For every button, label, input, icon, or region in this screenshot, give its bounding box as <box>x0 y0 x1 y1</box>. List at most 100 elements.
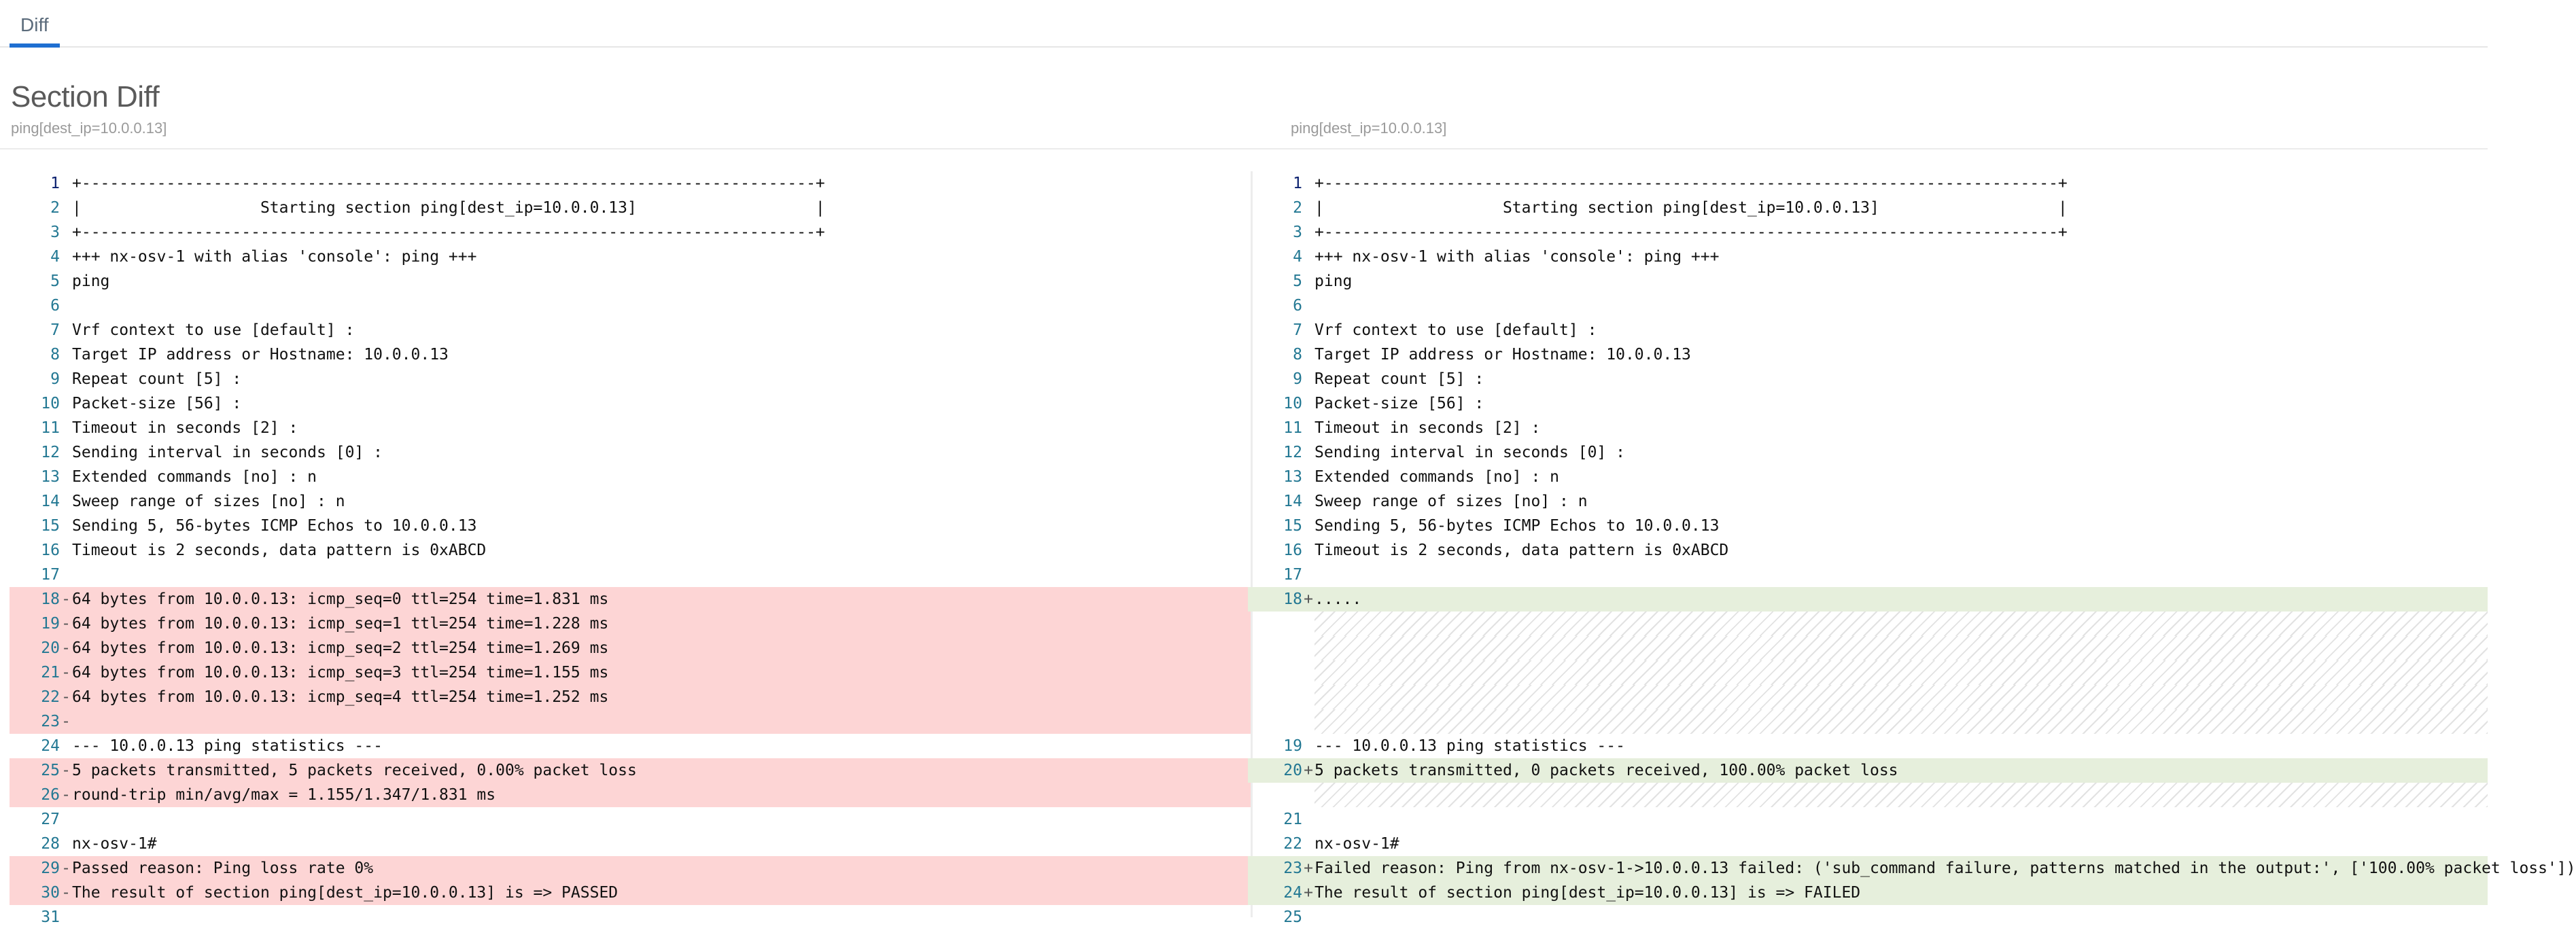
line-number: 6 <box>50 297 60 315</box>
line-text: Timeout in seconds [2] : <box>1315 419 1541 437</box>
line-number: 6 <box>1293 297 1302 315</box>
line-text: Extended commands [no] : n <box>1315 468 1560 486</box>
page-title: Section Diff <box>11 80 160 113</box>
line-number: 3 <box>50 224 60 241</box>
line-text: Timeout is 2 seconds, data pattern is 0x… <box>72 542 487 559</box>
diff-marker <box>1302 196 1315 220</box>
line-text: --- 10.0.0.13 ping statistics --- <box>72 737 383 755</box>
diff-marker <box>1302 489 1315 514</box>
diff-marker: - <box>61 590 71 608</box>
diff-marker: - <box>61 884 71 902</box>
diff-filler <box>1315 660 2488 685</box>
divider <box>0 148 2488 149</box>
line-text: | Starting section ping[dest_ip=10.0.0.1… <box>72 199 825 217</box>
diff-marker: + <box>1304 860 1313 877</box>
line-text: 5 packets transmitted, 5 packets receive… <box>72 762 637 779</box>
diff-marker <box>1302 220 1315 245</box>
diff-marker <box>60 220 72 245</box>
line-text <box>1315 807 2488 832</box>
diff-marker: - <box>61 664 71 681</box>
line-text: ping <box>1315 272 1353 290</box>
line-text: +++ nx-osv-1 with alias 'console': ping … <box>72 248 477 266</box>
diff-line: 2| Starting section ping[dest_ip=10.0.0.… <box>10 196 1251 220</box>
line-number: 18 <box>1283 590 1302 608</box>
line-text: 64 bytes from 10.0.0.13: icmp_seq=4 ttl=… <box>72 688 609 706</box>
line-text: +---------------------------------------… <box>1315 224 2068 241</box>
diff-line: 1+--------------------------------------… <box>10 171 1251 196</box>
diff-marker <box>1302 342 1315 367</box>
line-text: Vrf context to use [default] : <box>72 321 355 339</box>
diff-marker: + <box>1304 590 1313 608</box>
diff-line: 21 <box>1248 807 2488 832</box>
line-text <box>1315 563 2488 587</box>
line-number: 21 <box>1283 811 1302 828</box>
diff-marker <box>60 807 72 832</box>
diff-marker: + <box>1304 884 1313 902</box>
diff-marker <box>1302 391 1315 416</box>
line-text <box>1315 294 2488 318</box>
line-number: 9 <box>50 370 60 388</box>
line-text: Sending interval in seconds [0] : <box>72 444 383 461</box>
diff-line: 6 <box>1248 294 2488 318</box>
diff-line-removed: 21-64 bytes from 10.0.0.13: icmp_seq=3 t… <box>10 660 1251 685</box>
line-number: 31 <box>41 908 60 926</box>
line-text: Failed reason: Ping from nx-osv-1->10.0.… <box>1315 860 2576 877</box>
diff-marker <box>60 563 72 587</box>
diff-marker: - <box>61 786 71 804</box>
line-number: 24 <box>41 737 60 755</box>
line-text: Target IP address or Hostname: 10.0.0.13 <box>72 346 449 364</box>
line-number: 22 <box>1283 835 1302 853</box>
diff-line: 2 | Starting section ping[dest_ip=10.0.0.… <box>1248 196 2488 220</box>
line-number: 10 <box>41 395 60 412</box>
line-number: 26 <box>41 786 60 804</box>
diff-line-removed: 30-The result of section ping[dest_ip=10… <box>10 881 1251 905</box>
line-number: 2 <box>1293 199 1302 217</box>
diff-line-added: 20+5 packets transmitted, 0 packets rece… <box>1248 758 2488 783</box>
line-text: Sending interval in seconds [0] : <box>1315 444 1625 461</box>
diff-pane-modified[interactable]: 1+--------------------------------------… <box>1248 171 2576 926</box>
diff-marker <box>60 367 72 391</box>
diff-marker <box>1302 367 1315 391</box>
tab-bar: Diff <box>0 0 2488 48</box>
diff-marker: + <box>1304 762 1313 779</box>
line-text: 64 bytes from 10.0.0.13: icmp_seq=0 ttl=… <box>72 590 609 608</box>
line-number: 25 <box>41 762 60 779</box>
diff-marker <box>1302 807 1315 832</box>
diff-pane-original[interactable]: 1+--------------------------------------… <box>10 171 1253 926</box>
line-text: nx-osv-1# <box>72 835 157 853</box>
line-number: 29 <box>41 860 60 877</box>
left-section-label: ping[dest_ip=10.0.0.13] <box>11 120 167 137</box>
line-text: Repeat count [5] : <box>1315 370 1484 388</box>
line-number: 18 <box>41 590 60 608</box>
line-text: Passed reason: Ping loss rate 0% <box>72 860 374 877</box>
diff-marker <box>1302 563 1315 587</box>
line-number: 23 <box>1283 860 1302 877</box>
line-number: 13 <box>1283 468 1302 486</box>
tab-diff[interactable]: Diff <box>10 0 60 48</box>
line-text: Packet-size [56] : <box>72 395 242 412</box>
line-text: Extended commands [no] : n <box>72 468 317 486</box>
line-number: 8 <box>1293 346 1302 364</box>
line-text: round-trip min/avg/max = 1.155/1.347/1.8… <box>72 786 496 804</box>
diff-marker <box>1302 171 1315 196</box>
line-number: 15 <box>41 517 60 535</box>
line-number: 3 <box>1293 224 1302 241</box>
line-text: 5 packets transmitted, 0 packets receive… <box>1315 762 1898 779</box>
diff-filler <box>1315 783 2488 807</box>
line-text: | Starting section ping[dest_ip=10.0.0.1… <box>1315 199 2068 217</box>
line-number: 7 <box>1293 321 1302 339</box>
line-number: 20 <box>1283 762 1302 779</box>
diff-line-removed: 19-64 bytes from 10.0.0.13: icmp_seq=1 t… <box>10 612 1251 636</box>
diff-marker <box>1302 832 1315 856</box>
diff-line: 31 <box>10 905 1251 929</box>
